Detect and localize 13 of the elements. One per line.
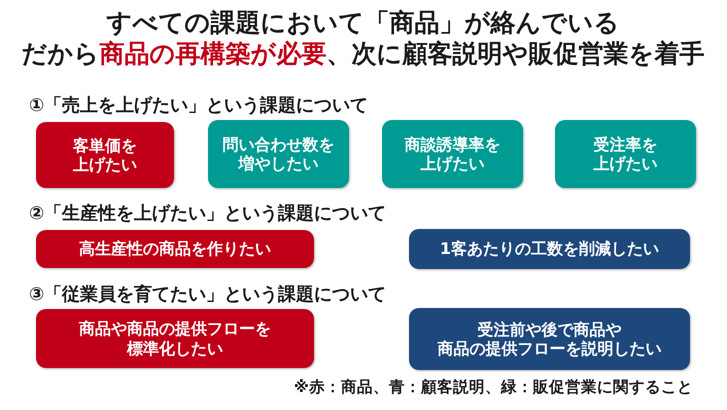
section-heading: ③「従業員を育てたい」という課題について [29,284,386,306]
issue-box: 高生産性の商品を作りたい [36,230,314,268]
title: すべての課題において「商品」が絡んでいるだから商品の再構築が必要、次に顧客説明や販促営業を着手 [20,7,706,69]
issue-box: 問い合わせ数を増やしたい [208,120,349,188]
issue-box: 1客あたりの工数を削減したい [409,229,690,269]
issue-box: 受注率を上げたい [555,120,696,188]
section-heading: ①「売上を上げたい」という課題について [29,95,368,117]
issue-box: 商品や商品の提供フローを標準化したい [36,309,314,368]
issue-box: 客単価を上げたい [36,122,174,188]
issue-box: 商談誘導率を上げたい [382,120,523,188]
footnote: ※赤：商品、青：顧客説明、緑：販促営業に関すること [294,377,693,397]
section-heading: ②「生産性を上げたい」という課題について [29,203,386,225]
issue-box: 受注前や後で商品や商品の提供フローを説明したい [409,308,690,370]
